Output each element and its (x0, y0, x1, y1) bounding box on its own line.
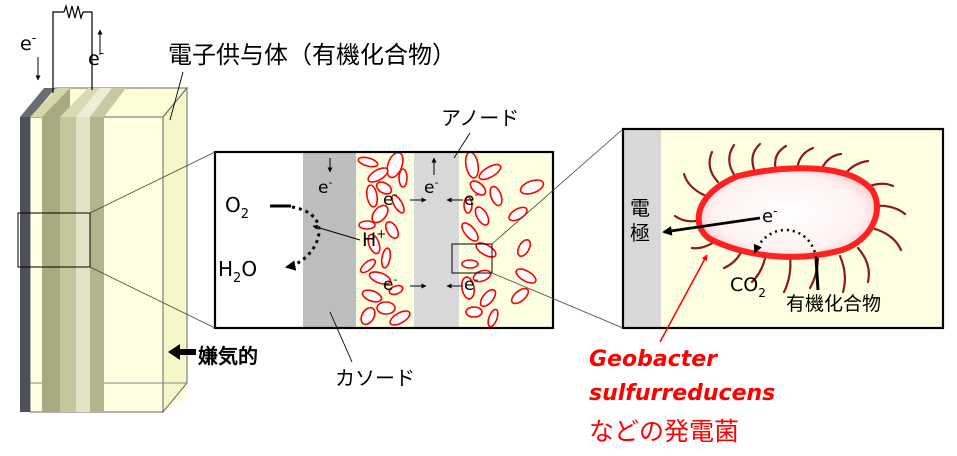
anode-label: アノード (441, 106, 519, 130)
proton-label: H+ (362, 227, 386, 251)
oxygen-label: O2 (225, 193, 249, 222)
electrode-label-1: 電 (630, 196, 650, 220)
electron-anode-3: e- (383, 273, 397, 295)
membrane-section (414, 152, 459, 328)
water-label: H2O (218, 257, 257, 286)
electron-label-left: e- (20, 31, 36, 55)
resistor-icon (63, 3, 84, 21)
electron-label-right: e- (88, 46, 104, 70)
bacterium-pointer (659, 254, 708, 343)
species-genus: Geobacter (589, 347, 718, 372)
electron-membrane: e- (424, 176, 438, 198)
bacterium-frame (621, 127, 945, 330)
biofilm-left (357, 152, 411, 326)
electron-transfer-arrow (662, 216, 761, 236)
cross-section (213, 150, 555, 330)
anaerobic-arrow-icon (168, 344, 196, 360)
electron-anode-4: e- (464, 273, 478, 295)
fuel-cell-box (17, 86, 216, 414)
cathode-electrode (303, 152, 356, 328)
bacteria-description: などの発電菌 (589, 417, 739, 446)
cathode-plate (20, 117, 30, 412)
bacterium-cell (695, 165, 880, 260)
electrode-strip (623, 129, 661, 328)
anaerobic-label: 嫌気的 (198, 344, 258, 368)
electron-cathode: e- (318, 176, 332, 198)
co2-label: CO2 (730, 274, 766, 300)
electron-anode-1: e- (383, 188, 397, 210)
anode-plate (76, 117, 90, 412)
organic-matter-label: 有機化合物 (786, 293, 881, 315)
cross-section-frame (213, 150, 555, 330)
electron-donor-label: 電子供与体（有機化合物） (168, 41, 456, 69)
zoom-box-1 (17, 212, 91, 268)
electron-anode-2: e- (464, 188, 478, 210)
electrode-label-2: 極 (630, 221, 650, 245)
species-name: sulfurreducens (589, 381, 775, 406)
electron-bacterium: e- (762, 204, 777, 227)
bacterium-panel (621, 127, 945, 330)
biofilm-right (460, 152, 545, 328)
cathode-label: カソード (335, 366, 415, 390)
external-circuit (35, 3, 103, 93)
box-side (162, 86, 188, 414)
zoom-box-2 (451, 243, 493, 274)
